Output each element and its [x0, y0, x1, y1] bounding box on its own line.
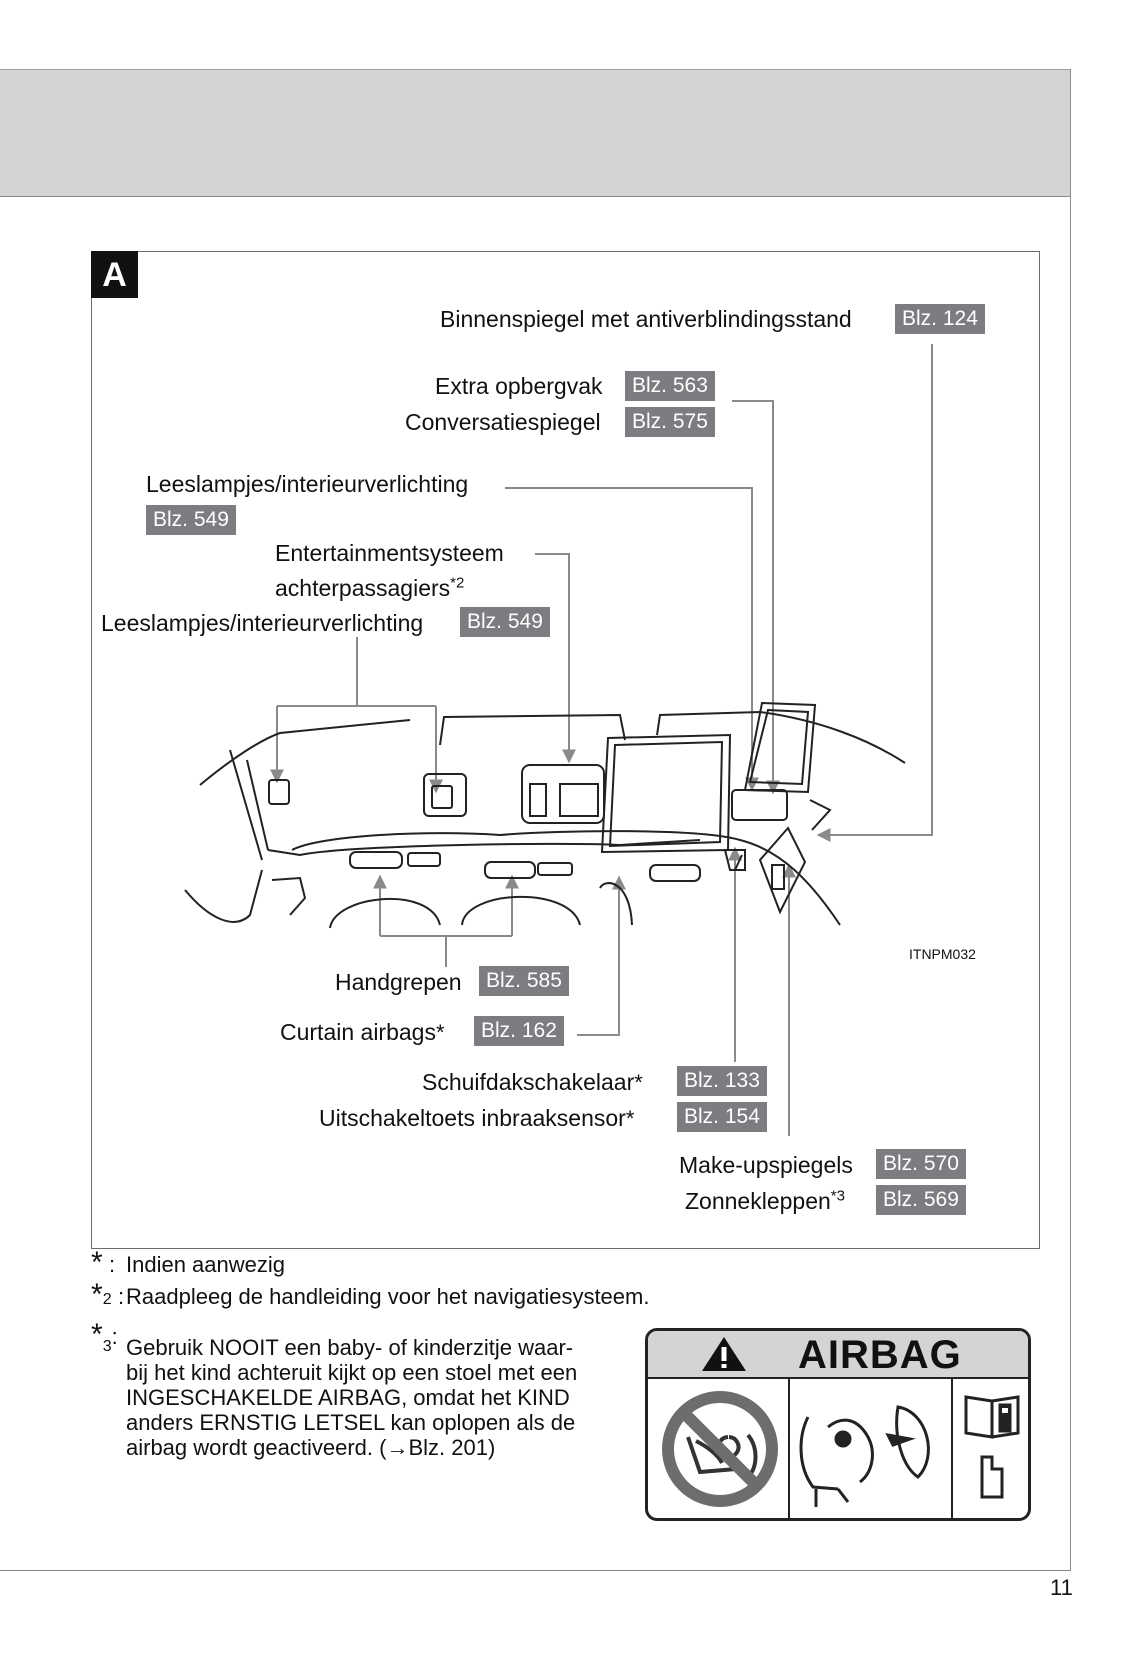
page-bottom-rule [0, 1570, 1071, 1571]
footnote-2-mark: *2 [91, 1278, 112, 1311]
footnote-mark-3: *3 [830, 1187, 845, 1205]
rear-view-mirror-page-ref[interactable]: Blz. 124 [895, 304, 985, 334]
footnote-3-line: bij het kind achteruit kijkt op een stoe… [126, 1360, 578, 1385]
footnote-3-text: Gebruik NOOIT een baby- of kinderzitje w… [126, 1335, 626, 1460]
page-right-rule [1070, 69, 1071, 1571]
intrusion-sensor-label: Uitschakeltoets inbraaksensor* [319, 1105, 635, 1131]
header-band [0, 69, 1071, 197]
footnote-2-sep: : [118, 1284, 125, 1309]
rear-entertainment-label-line2: achterpassagiers*2 [275, 574, 465, 601]
footnote-1-mark: * [91, 1246, 103, 1279]
page-number: 11 [1050, 1575, 1073, 1600]
leader-lines [270, 344, 933, 1136]
read-manual-icon [964, 1395, 1020, 1499]
footnote-mark: * [435, 1020, 445, 1045]
reading-lights-front-page-ref[interactable]: Blz. 549 [146, 505, 236, 535]
vehicle-interior-drawing [184, 701, 906, 929]
vanity-mirrors-page-ref[interactable]: Blz. 570 [876, 1149, 966, 1179]
interior-figure-frame [91, 251, 1040, 1249]
figure-code: ITNPM032 [909, 946, 976, 962]
extra-storage-label: Extra opbergvak [435, 373, 603, 399]
footnote-3-line: INGESCHAKELDE AIRBAG, omdat het KIND [126, 1385, 570, 1410]
reading-lights-rear-page-ref[interactable]: Blz. 549 [460, 607, 550, 637]
grab-handles-page-ref[interactable]: Blz. 585 [479, 966, 569, 996]
extra-storage-page-ref[interactable]: Blz. 563 [625, 371, 715, 401]
no-rear-facing-seat-icon [662, 1391, 778, 1507]
footnote-mark: * [625, 1106, 635, 1131]
airbag-pictograms [662, 1377, 1020, 1518]
curtain-airbags-label: Curtain airbags* [280, 1019, 445, 1045]
vanity-mirrors-label: Make-upspiegels [679, 1152, 853, 1178]
footnote-mark-2: *2 [450, 574, 465, 592]
footnote-1-text: Indien aanwezig [126, 1252, 286, 1277]
footnote-3-line: airbag wordt geactiveerd. (→Blz. 201) [126, 1435, 496, 1460]
reading-lights-front-label: Leeslampjes/interieurverlichting [146, 471, 469, 497]
sun-visors-label: Zonnekleppen*3 [685, 1187, 845, 1214]
rear-entertainment-label-line1: Entertainmentsysteem [275, 540, 504, 566]
warning-triangle-icon [702, 1337, 746, 1371]
intrusion-sensor-page-ref[interactable]: Blz. 154 [677, 1102, 767, 1132]
footnote-2-text: Raadpleeg de handleiding voor het naviga… [126, 1284, 650, 1309]
grab-handles-label: Handgrepen [335, 969, 462, 995]
footnote-1-sep: : [109, 1252, 116, 1277]
airbag-warning-label: AIRBAG [645, 1328, 1031, 1521]
conversation-mirror-page-ref[interactable]: Blz. 575 [625, 407, 715, 437]
sun-visors-page-ref[interactable]: Blz. 569 [876, 1185, 966, 1215]
footnote-3-mark: *3: [91, 1318, 118, 1355]
section-letter: A [91, 251, 138, 298]
footnote-mark: * [634, 1070, 643, 1095]
rear-view-mirror-label: Binnenspiegel met antiverblindingsstand [440, 306, 852, 332]
airbag-title: AIRBAG [798, 1333, 962, 1377]
reading-lights-rear-label: Leeslampjes/interieurverlichting [101, 610, 424, 636]
airbag-label-header: AIRBAG [648, 1331, 1028, 1379]
footnote-3-line: anders ERNSTIG LETSEL kan oplopen als de [126, 1410, 576, 1435]
airbag-deploy-icon [799, 1405, 930, 1507]
sunroof-switch-label: Schuifdakschakelaar* [422, 1069, 643, 1095]
conversation-mirror-label: Conversatiespiegel [405, 409, 601, 435]
sunroof-switch-page-ref[interactable]: Blz. 133 [677, 1066, 767, 1096]
footnote-3-line: Gebruik NOOIT een baby- of kinderzitje w… [126, 1335, 574, 1360]
curtain-airbags-page-ref[interactable]: Blz. 162 [474, 1016, 564, 1046]
